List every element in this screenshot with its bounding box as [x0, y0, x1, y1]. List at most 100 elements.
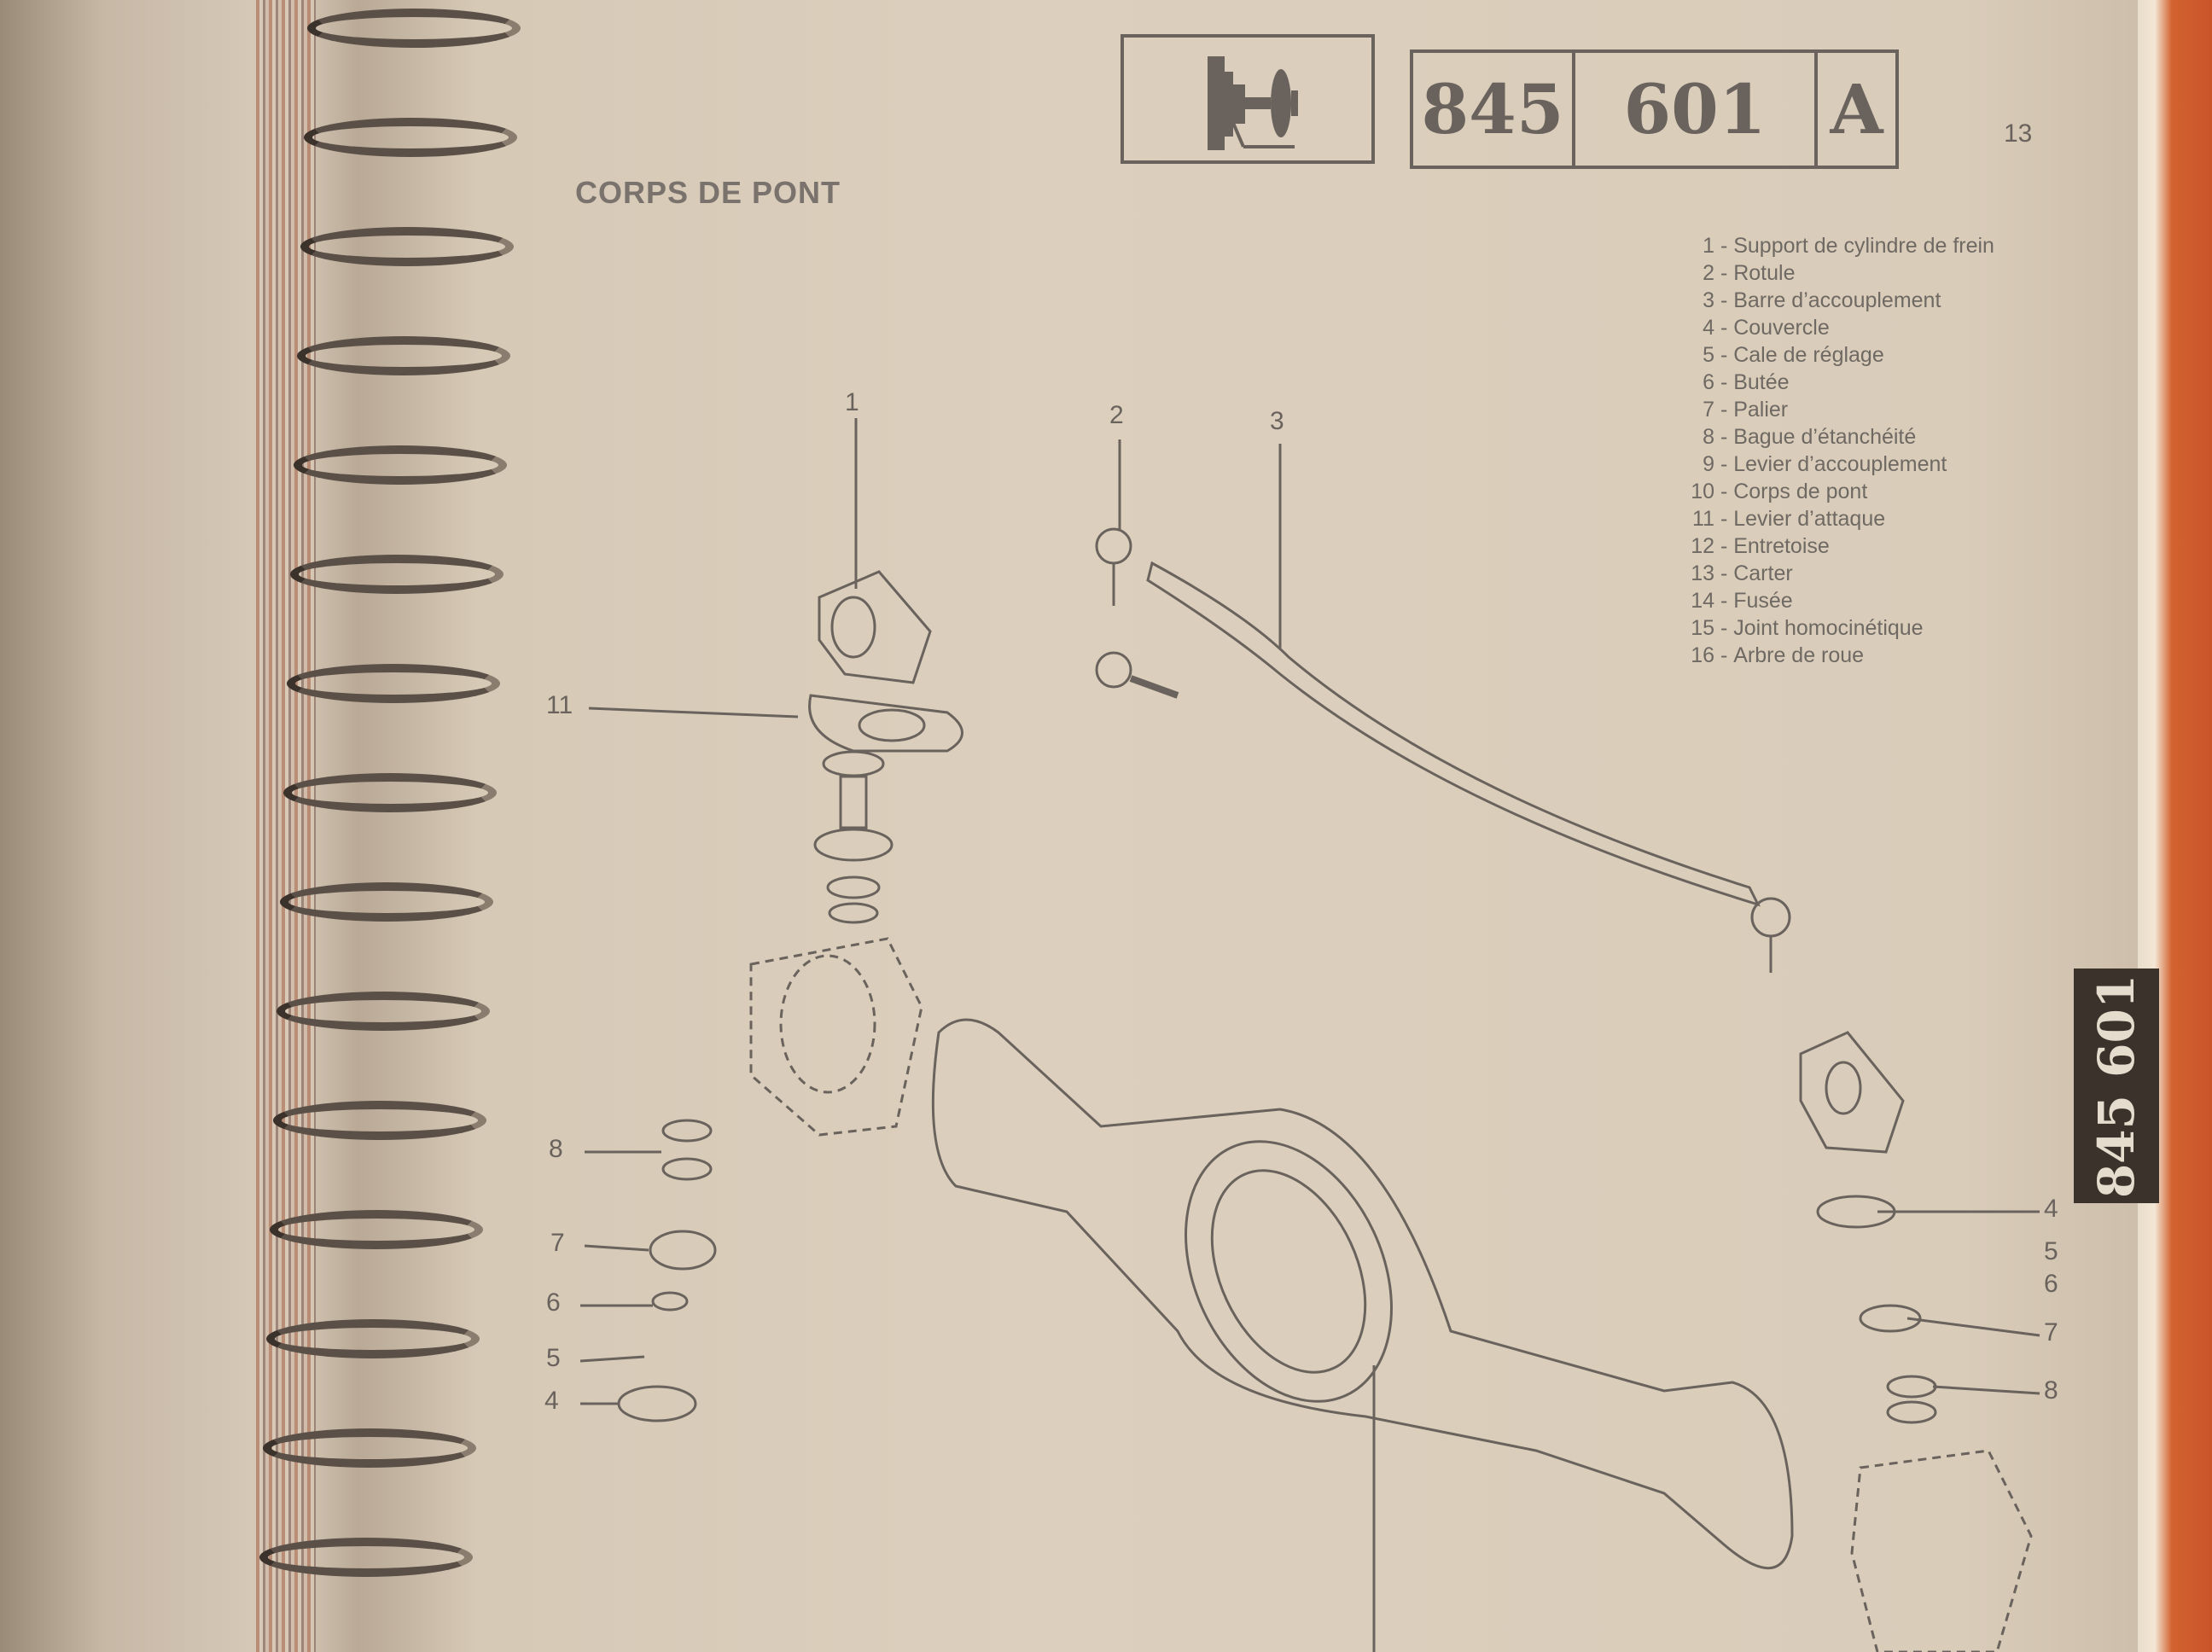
legend-label: Corps de pont [1733, 480, 1868, 503]
page-number: 13 [2004, 119, 2033, 148]
page-title: CORPS DE PONT [575, 175, 841, 210]
binding-ring [287, 664, 500, 703]
legend-number: 7 [1703, 398, 1714, 422]
callout-number: 7 [2044, 1318, 2058, 1347]
binding-ring [280, 882, 493, 922]
binding-ring [307, 9, 521, 48]
steering-knuckle-drawing [749, 937, 923, 1137]
legend-number: 16 [1691, 643, 1714, 667]
legend-label: Butée [1733, 370, 1790, 394]
axle-housing-drawing [931, 1018, 1794, 1652]
legend-dash: - [1714, 425, 1734, 449]
legend-dash: - [1714, 398, 1734, 422]
legend-dash: - [1714, 616, 1734, 640]
legend-number: 8 [1703, 425, 1714, 449]
legend-label: Couvercle [1733, 316, 1830, 340]
legend-label: Fusée [1733, 589, 1793, 613]
binding-ring [300, 227, 514, 266]
legend-number: 3 [1703, 288, 1714, 312]
section-side-tab: 845 601 [2074, 969, 2159, 1203]
legend-number: 2 [1703, 261, 1714, 285]
left-bearing-parts-drawing [579, 1119, 717, 1422]
legend-number: 13 [1691, 561, 1714, 585]
callout-number: 5 [546, 1344, 561, 1372]
binding-spine [256, 0, 316, 1652]
binding-ring [270, 1210, 483, 1249]
legend-number: 14 [1691, 589, 1714, 613]
legend-dash: - [1714, 261, 1734, 285]
binding-ring [259, 1538, 473, 1577]
legend-item: 14 - Fusée [1677, 587, 1994, 614]
legend-item: 9 - Levier d’accouplement [1677, 451, 1994, 478]
steering-arm-drawing [588, 694, 963, 753]
legend-item: 1 - Support de cylindre de frein [1677, 232, 1994, 259]
legend-dash: - [1714, 643, 1734, 667]
axle-hub-icon [1208, 56, 1298, 150]
legend-label: Entretoise [1733, 534, 1830, 558]
legend-number: 1 [1703, 234, 1714, 258]
legend-item: 5 - Cale de réglage [1677, 341, 1994, 369]
right-parts-drawing [1799, 1031, 2040, 1652]
callout-number: 1 [845, 388, 859, 416]
brake-cylinder-support-drawing [818, 418, 932, 684]
legend-dash: - [1714, 452, 1734, 476]
legend-dash: - [1714, 288, 1734, 312]
binding-ring [290, 555, 504, 594]
legend-number: 4 [1703, 316, 1714, 340]
legend-number: 12 [1691, 534, 1714, 558]
tie-rod-drawing [1095, 439, 1791, 973]
legend-dash: - [1714, 343, 1734, 367]
legend-label: Joint homocinétique [1733, 616, 1924, 640]
legend-number: 6 [1703, 370, 1714, 394]
callout-number: 6 [2044, 1270, 2058, 1298]
binding-ring [294, 445, 507, 485]
legend-dash: - [1714, 507, 1734, 531]
legend-label: Levier d’attaque [1733, 507, 1886, 531]
legend-dash: - [1714, 534, 1734, 558]
binding-ring [266, 1319, 480, 1358]
reference-code-box: 845 601 A [1410, 49, 1899, 169]
code-part1: 845 [1413, 53, 1575, 166]
kingpin-stack-drawing [813, 750, 894, 924]
legend-item: 2 - Rotule [1677, 259, 1994, 287]
legend-item: 11 - Levier d’attaque [1677, 505, 1994, 532]
legend-number: 15 [1691, 616, 1714, 640]
legend-item: 8 - Bague d’étanchéité [1677, 423, 1994, 451]
legend-item: 6 - Butée [1677, 369, 1994, 396]
page-edge-stack [2138, 0, 2212, 1652]
legend-label: Rotule [1733, 261, 1796, 285]
legend-item: 3 - Barre d’accouplement [1677, 287, 1994, 314]
callout-number: 8 [2044, 1376, 2058, 1405]
code-part2: 601 [1575, 53, 1818, 166]
legend-label: Arbre de roue [1733, 643, 1865, 667]
legend-label: Cale de réglage [1733, 343, 1884, 367]
binding-ring [297, 336, 510, 375]
legend-number: 5 [1703, 343, 1714, 367]
legend-item: 13 - Carter [1677, 560, 1994, 587]
legend-label: Support de cylindre de frein [1733, 234, 1994, 258]
legend-dash: - [1714, 316, 1734, 340]
legend-label: Barre d’accouplement [1733, 288, 1941, 312]
legend-label: Carter [1733, 561, 1793, 585]
legend-number: 9 [1703, 452, 1714, 476]
callout-number: 3 [1270, 407, 1284, 435]
callout-number: 8 [549, 1135, 563, 1163]
legend-dash: - [1714, 370, 1734, 394]
binding-ring [304, 118, 517, 157]
legend-dash: - [1714, 589, 1734, 613]
legend-label: Levier d’accouplement [1733, 452, 1947, 476]
legend-item: 15 - Joint homocinétique [1677, 614, 1994, 642]
callout-number: 4 [2044, 1195, 2058, 1223]
legend-item: 12 - Entretoise [1677, 532, 1994, 560]
callout-number: 11 [546, 691, 573, 719]
callout-number: 4 [544, 1387, 559, 1415]
legend-label: Palier [1733, 398, 1789, 422]
legend-item: 7 - Palier [1677, 396, 1994, 423]
callout-number: 2 [1109, 401, 1124, 429]
side-tab-label: 845 601 [2087, 974, 2145, 1198]
binding-ring [283, 773, 497, 812]
legend-item: 10 - Corps de pont [1677, 478, 1994, 505]
code-suffix: A [1830, 69, 1883, 149]
